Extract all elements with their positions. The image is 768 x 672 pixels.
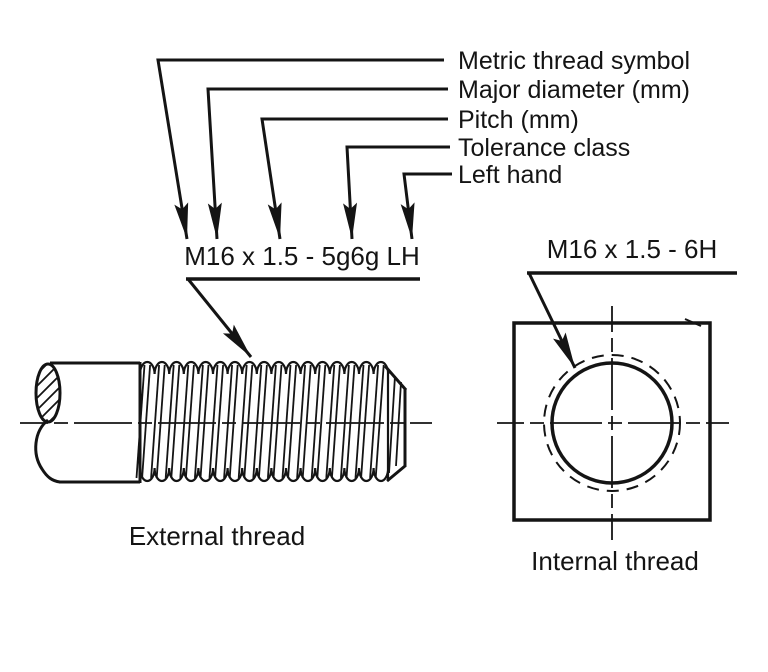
- thread-flank-line: [325, 364, 336, 479]
- callout-label-pitch: Pitch (mm): [458, 106, 579, 134]
- thread-flank-line: [360, 364, 370, 479]
- internal-designation-leader: [527, 272, 577, 369]
- thread-flank-line: [374, 364, 385, 479]
- thread-flank-line: [296, 364, 306, 479]
- thread-flank-line: [281, 364, 292, 479]
- thread-crests-top: [138, 360, 390, 375]
- thread-flank-line: [194, 364, 204, 479]
- minor-diameter-circle: [550, 361, 674, 485]
- thread-flank-line: [150, 364, 160, 479]
- thread-flank-line: [345, 364, 356, 479]
- external-designation-leader: [186, 278, 253, 358]
- thread-flank-line: [354, 364, 365, 479]
- external-thread-drawing: [20, 360, 432, 484]
- thread-flank-line: [267, 364, 277, 479]
- thread-flank-line: [208, 364, 219, 479]
- external-thread-caption: External thread: [129, 521, 305, 551]
- thread-flank-line: [252, 364, 263, 479]
- callout-label-tolerance-class: Tolerance class: [458, 134, 630, 162]
- thread-flank-line: [164, 364, 175, 479]
- break-section-hatching: [36, 364, 60, 422]
- external-thread-designation: M16 x 1.5 - 5g6g LH: [184, 241, 420, 271]
- thread-flank-line: [223, 364, 233, 479]
- corner-tick: [684, 318, 702, 327]
- callout-label-left-hand: Left hand: [458, 161, 562, 189]
- callout-leaders: [156, 58, 452, 240]
- chamfer-bottom-edge: [386, 464, 406, 483]
- thread-flank-line: [258, 364, 268, 479]
- thread-crests-bottom: [138, 467, 390, 483]
- callout-label-major-diameter: Major diameter (mm): [458, 76, 690, 104]
- major-diameter-dashed-circle: [543, 354, 681, 492]
- callout-label-metric-thread-symbol: Metric thread symbol: [458, 47, 690, 75]
- chamfer-thread-line-1: [388, 375, 396, 474]
- leader-left-hand: [400, 172, 452, 240]
- internal-thread-drawing: [497, 306, 729, 540]
- thread-flank-line: [179, 364, 190, 479]
- thread-flank-line: [340, 364, 350, 479]
- thread-flank-line: [331, 364, 341, 479]
- break-curve: [34, 418, 61, 484]
- internal-thread-designation: M16 x 1.5 - 6H: [547, 234, 718, 264]
- thread-flank-line: [170, 364, 181, 479]
- leader-pitch: [260, 117, 448, 240]
- thread-flank-line: [228, 364, 239, 479]
- thread-flank-line: [141, 364, 151, 479]
- leader-metric-thread-symbol: [156, 58, 444, 240]
- chamfer-thread-line-2: [395, 381, 402, 467]
- thread-flank-line: [135, 364, 146, 479]
- leader-tolerance-class: [343, 145, 450, 240]
- thread-flank-line: [243, 364, 254, 479]
- thread-flank-line: [316, 364, 327, 479]
- leader-major-diameter: [206, 87, 448, 240]
- thread-flank-line: [237, 364, 248, 479]
- thread-flank-line: [155, 364, 166, 479]
- thread-flank-line: [310, 364, 321, 479]
- thread-flank-line: [369, 364, 379, 479]
- thread-flank-line: [185, 364, 195, 479]
- thread-flank-line: [214, 364, 224, 479]
- break-section-ellipse: [34, 362, 62, 424]
- thread-flank-lines: [135, 364, 385, 479]
- internal-thread-caption: Internal thread: [531, 546, 699, 576]
- thread-flank-line: [199, 364, 210, 479]
- thread-flank-line: [287, 364, 297, 479]
- thread-flank-line: [301, 364, 312, 479]
- thread-flank-line: [272, 364, 283, 479]
